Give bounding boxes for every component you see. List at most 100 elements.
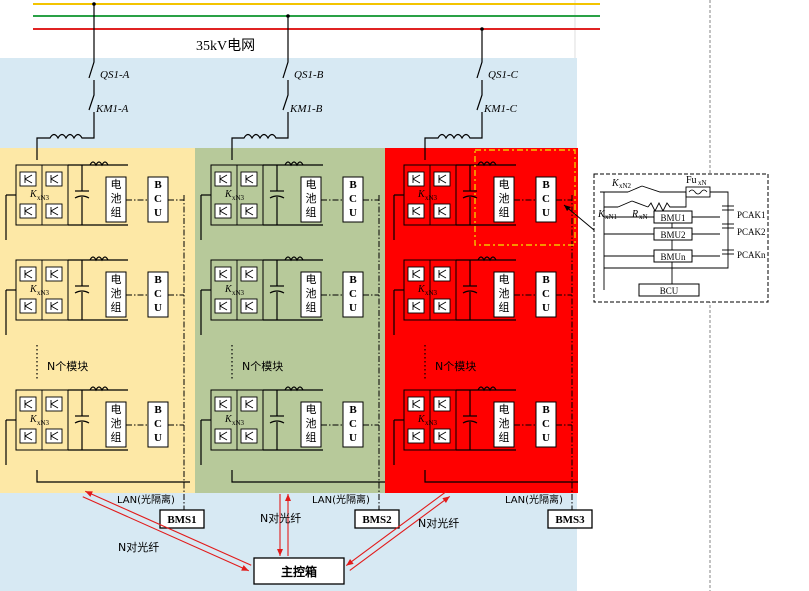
bcu-label: C — [542, 418, 550, 430]
fuse-element-icon — [688, 189, 708, 195]
igbt-symbol — [438, 269, 447, 279]
capacitor-plate-bottom — [462, 195, 478, 199]
main-control-box — [253, 557, 345, 585]
inductor-icon — [48, 133, 95, 140]
igbt-symbol — [245, 174, 254, 184]
fuse-icon — [685, 186, 711, 198]
bms-label: BMS3 — [555, 514, 585, 526]
igbt-switch-4 — [240, 298, 258, 314]
capacitor-plate-bottom — [462, 420, 478, 424]
igbt-switch-2 — [45, 171, 63, 187]
battery-pack-label: 电 — [306, 178, 317, 191]
breaker-label: KM1-A — [95, 103, 129, 115]
capacitor-plate-bottom — [462, 290, 478, 294]
igbt-switch-4 — [433, 428, 451, 444]
bmu-links — [692, 216, 720, 257]
igbt-symbol — [412, 174, 421, 184]
fiber-layer — [82, 490, 451, 572]
bypass-switch-label: K — [29, 414, 38, 425]
disconnector-label: QS1-B — [294, 69, 324, 81]
igbt-symbol — [219, 301, 228, 311]
capacitor-plate-bottom — [269, 290, 285, 294]
bcu-label: B — [349, 274, 357, 286]
bcu-label: B — [542, 274, 550, 286]
igbt-symbol — [438, 399, 447, 409]
dc-link-wires — [263, 164, 323, 226]
igbt-switch-4 — [240, 203, 258, 219]
bcu-label: U — [154, 207, 162, 219]
igbt-symbol — [412, 399, 421, 409]
cluster-input-wire — [36, 137, 48, 160]
igbt-symbol — [50, 174, 59, 184]
cluster-output-wire — [424, 470, 578, 483]
igbt-switch-2 — [240, 171, 258, 187]
filter-inductor-icon — [284, 161, 304, 167]
igbt-switch-2 — [433, 266, 451, 282]
battery-pack-label: 组 — [306, 205, 317, 219]
bypass-switch-sub: xN3 — [232, 419, 245, 427]
bypass-switch-label: K — [417, 189, 426, 200]
capacitor-plate-bottom — [74, 290, 90, 294]
breaker-label: KM1-C — [483, 103, 518, 115]
bypass-switch-sub: xN3 — [232, 194, 245, 202]
bypass-switch-label: K — [417, 414, 426, 425]
capacitor-plate-bottom — [74, 420, 90, 424]
bcu-label: U — [542, 302, 550, 314]
bypass-switch-label: K — [224, 189, 233, 200]
igbt-symbol — [245, 431, 254, 441]
battery-pack-label: 池 — [499, 287, 510, 300]
dc-link-wires — [456, 164, 516, 226]
battery-pack-label: 池 — [306, 192, 317, 205]
fu-label: Fu — [686, 175, 697, 186]
battery-pack-label: 电 — [111, 273, 122, 286]
bypass-switch-sub: xN3 — [37, 289, 50, 297]
fiber-arrow-3-head — [442, 496, 450, 503]
detail-bcu-box — [638, 283, 700, 297]
lan-label: LAN(光隔离) — [505, 493, 563, 506]
igbt-symbol — [245, 269, 254, 279]
bms-box — [159, 509, 205, 529]
dc-link-wires — [68, 259, 128, 321]
battery-pack-label: 电 — [111, 403, 122, 416]
igbt-switch-4 — [45, 203, 63, 219]
igbt-symbol — [24, 206, 33, 216]
capacitor-plate-bottom — [74, 195, 90, 199]
bcu-label: C — [154, 418, 162, 430]
grid-label: 35kV电网 — [196, 38, 255, 54]
battery-pack-label: 池 — [499, 192, 510, 205]
igbt-switch-1 — [19, 396, 37, 412]
igbt-symbol — [219, 399, 228, 409]
rn-sub: xN — [639, 213, 648, 221]
bms-box — [354, 509, 400, 529]
bcu-label: B — [542, 179, 550, 191]
battery-pack-label: 电 — [499, 403, 510, 416]
dc-link-wires — [68, 389, 128, 451]
fiber-arrow-3-line — [349, 495, 451, 571]
battery-pack-label: 电 — [306, 273, 317, 286]
disconnector-label: QS1-C — [488, 69, 519, 81]
battery-pack-label: 组 — [111, 430, 122, 444]
filter-inductor-icon — [284, 386, 304, 392]
igbt-switch-3 — [214, 203, 232, 219]
dc-link-wires — [263, 389, 323, 451]
igbt-symbol — [245, 399, 254, 409]
bcu-label: C — [154, 193, 162, 205]
igbt-switch-2 — [240, 266, 258, 282]
fiber-arrow-1-head — [85, 491, 93, 497]
igbt-symbol — [412, 269, 421, 279]
igbt-symbol — [245, 301, 254, 311]
feed-line — [88, 4, 95, 136]
bmu-bus-links — [604, 216, 654, 257]
kn2-sub: xN2 — [619, 182, 632, 190]
bypass-switch-sub: xN3 — [37, 419, 50, 427]
bmu2-label: BMU2 — [660, 230, 685, 240]
igbt-symbol — [438, 431, 447, 441]
igbt-switch-1 — [214, 171, 232, 187]
dc-link-wires — [456, 259, 516, 321]
